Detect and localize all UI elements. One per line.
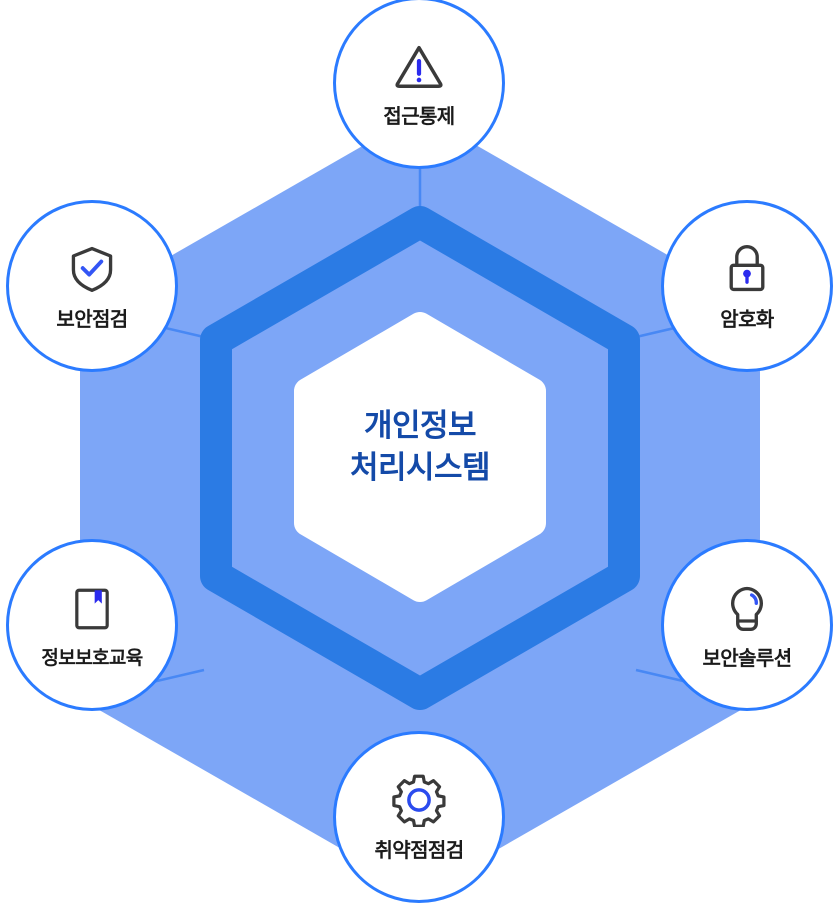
gear-icon — [390, 771, 448, 829]
shield-check-icon — [63, 240, 121, 298]
node-vulnerability-scan[interactable]: 취약점점검 — [333, 731, 505, 903]
inner-hexagon — [294, 312, 546, 602]
node-label-security-solution: 보안솔루션 — [702, 648, 793, 670]
node-encryption[interactable]: 암호화 — [661, 200, 833, 372]
node-label-security-check: 보안점검 — [56, 309, 128, 331]
node-label-encryption: 암호화 — [720, 309, 774, 331]
hexagon-ring — [200, 206, 640, 710]
warning-triangle-icon — [390, 37, 448, 95]
book-bookmark-icon — [63, 580, 121, 638]
node-label-vulnerability-scan: 취약점점검 — [374, 840, 465, 862]
lock-icon — [718, 240, 776, 298]
node-label-infosec-education: 정보보호교육 — [41, 648, 143, 669]
node-access-control[interactable]: 접근통제 — [333, 0, 505, 169]
node-security-check[interactable]: 보안점검 — [6, 200, 178, 372]
node-infosec-education[interactable]: 정보보호교육 — [6, 539, 178, 711]
node-security-solution[interactable]: 보안솔루션 — [661, 539, 833, 711]
lightbulb-icon — [718, 579, 776, 637]
node-label-access-control: 접근통제 — [383, 106, 455, 128]
